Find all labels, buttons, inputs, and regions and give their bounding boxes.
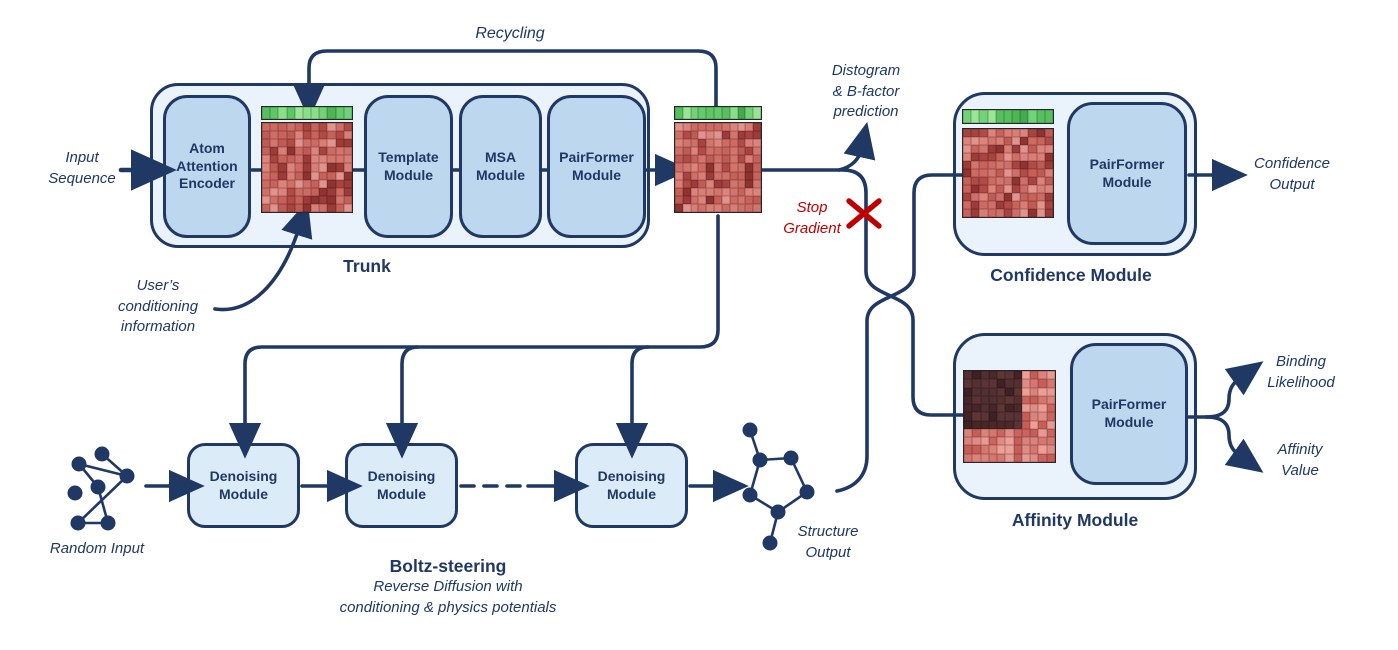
- affinity-module-label: Affinity Module: [1011, 510, 1139, 530]
- random-input-graph-icon: [67, 446, 135, 531]
- stop-gradient-label: Stop Gradient: [783, 199, 841, 237]
- stop-gradient-x-icon: [846, 198, 882, 229]
- user-conditioning-arrow: [213, 200, 313, 312]
- recycling-label: Recycling: [475, 25, 545, 42]
- denoising-module-2-label: Denoising Module: [367, 467, 436, 502]
- denoising-module-3-label: Denoising Module: [597, 467, 666, 502]
- msa-module-box: MSA Module: [459, 95, 542, 238]
- confidence-heatmap: [962, 128, 1054, 218]
- confidence-output-label: Confidence Output: [1254, 155, 1330, 193]
- distogram-branch-arrow: [837, 121, 876, 172]
- affinity-heatmap: [963, 370, 1056, 463]
- denoising-module-1-label: Denoising Module: [209, 467, 278, 502]
- distributor-drop-2-arrow: [385, 345, 420, 459]
- confidence-pairformer-module-box: PairFormer Module: [1067, 102, 1187, 245]
- affinity-pairformer-module-box: PairFormer Module: [1070, 343, 1188, 485]
- trunk-output-feature-bar: [674, 106, 762, 120]
- template-module-label: Template Module: [378, 148, 439, 183]
- atom-attention-encoder-box: Atom Attention Encoder: [163, 95, 251, 238]
- trunk-input-heatmap: [261, 122, 353, 213]
- trunk-label: Trunk: [343, 256, 391, 276]
- atom-attention-encoder-label: Atom Attention Encoder: [176, 139, 238, 192]
- affinity-value-label: Affinity Value: [1277, 441, 1323, 479]
- trunk-pairformer-module-box: PairFormer Module: [547, 95, 646, 238]
- structure-to-confidence-line: [835, 173, 968, 493]
- confidence-module-label: Confidence Module: [990, 265, 1152, 285]
- binding-likelihood-arrow: [1204, 361, 1264, 419]
- trunk-to-denoising-distributor: [228, 214, 720, 459]
- confidence-pairformer-label: PairFormer Module: [1089, 155, 1165, 190]
- affinity-pairformer-label: PairFormer Module: [1091, 396, 1167, 430]
- confidence-feature-bar: [962, 109, 1054, 124]
- recycling-arrow: [292, 49, 718, 120]
- random-input-label: Random Input: [49, 540, 145, 557]
- distributor-drop-3-arrow: [615, 345, 650, 459]
- structure-output-label: Structure Output: [797, 523, 859, 561]
- trunk-output-heatmap: [674, 122, 762, 213]
- boltz-steering-subtitle: Reverse Diffusion with conditioning & ph…: [339, 578, 557, 616]
- user-conditioning-label: User’s conditioning information: [117, 277, 199, 336]
- trunk-pairformer-label: PairFormer Module: [559, 148, 634, 183]
- msa-module-label: MSA Module: [476, 148, 525, 183]
- boltz-steering-title: Boltz-steering: [389, 556, 507, 576]
- trunk-input-feature-bar: [261, 106, 353, 120]
- distogram-prediction-label: Distogram & B-factor prediction: [831, 62, 901, 121]
- template-module-box: Template Module: [364, 95, 453, 238]
- input-sequence-label: Input Sequence: [48, 149, 116, 187]
- affinity-value-arrow: [1204, 415, 1264, 473]
- binding-likelihood-label: Binding Likelihood: [1267, 353, 1335, 391]
